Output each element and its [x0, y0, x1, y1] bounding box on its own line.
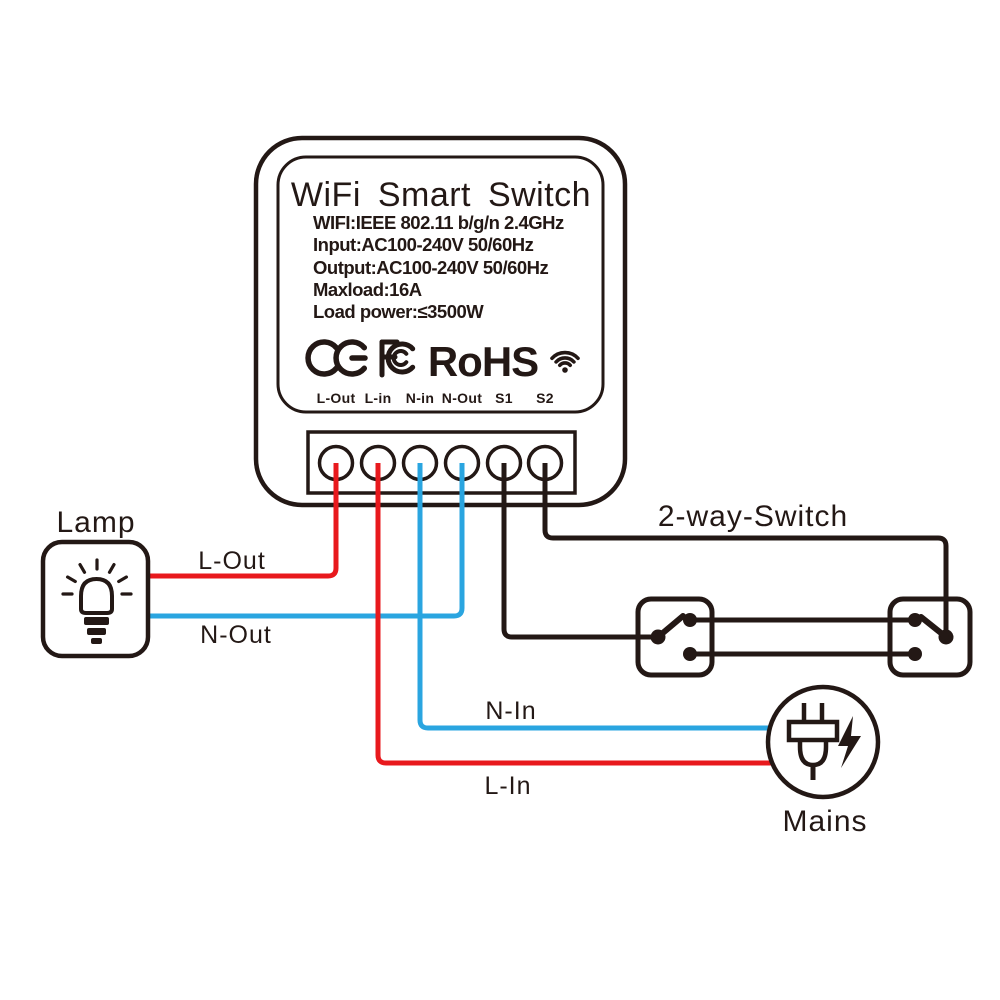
left-traveler-dot-bottom [683, 647, 697, 661]
switch-box-right [887, 596, 973, 678]
mains-component [765, 684, 881, 800]
mains-label: Mains [782, 805, 868, 838]
spec-line-input: Input:AC100-240V 50/60Hz [313, 234, 534, 256]
wire-l-in [375, 463, 800, 766]
spec-line-maxload: Maxload:16A [313, 278, 422, 300]
wire-label-n-out: N-Out [200, 621, 272, 649]
wifi-signal-icon [550, 350, 580, 373]
wire-l-out [150, 463, 339, 579]
wire-s1 [501, 463, 656, 640]
ce-mark-icon [305, 339, 368, 377]
device-label-panel [276, 155, 605, 414]
wire-n-in [417, 463, 800, 731]
device-title: WiFi Smart Switch [290, 176, 592, 214]
bulb-rays [61, 558, 133, 596]
spec-line-output: Output:AC100-240V 50/60Hz [313, 256, 549, 278]
switch-lever-right [918, 614, 949, 640]
two-way-switch-label: 2-way-Switch [657, 500, 849, 533]
wire-n-out [150, 463, 465, 619]
device-specs: WIFI:IEEE 802.11 b/g/n 2.4GHz Input:AC10… [313, 212, 564, 323]
rohs-mark-label: RoHS [427, 338, 539, 385]
lamp-label: Lamp [56, 506, 136, 539]
signal-wires [501, 463, 954, 661]
right-traveler-dot-bottom [908, 647, 922, 661]
lamp-box [40, 539, 151, 659]
lightning-bolt-icon [838, 716, 861, 768]
left-traveler-dot-top [683, 613, 697, 627]
spec-line-wifi: WIFI:IEEE 802.11 b/g/n 2.4GHz [313, 212, 564, 233]
lamp-component [40, 539, 151, 659]
wire-s2 [542, 463, 949, 635]
power-plug-icon [786, 703, 840, 780]
device-outline [253, 135, 628, 508]
two-way-switches [635, 596, 973, 678]
terminal-label-s2: S2 [536, 390, 554, 406]
light-bulb-icon [61, 558, 133, 644]
spec-line-loadpower: Load power:≤3500W [313, 301, 484, 323]
terminal-label-l-in: L-in [364, 390, 392, 406]
switch-lever-left [655, 613, 686, 640]
terminal-label-l-out: L-Out [316, 390, 356, 406]
fcc-mark-icon [379, 339, 416, 378]
terminal-label-n-out: N-Out [441, 390, 483, 406]
terminal-label-s1: S1 [495, 390, 513, 406]
terminal-label-n-in: N-in [405, 390, 435, 406]
power-wires [150, 463, 800, 766]
wire-label-l-in: L-In [484, 772, 532, 800]
wire-label-n-in: N-In [485, 697, 537, 725]
wire-label-l-out: L-Out [198, 547, 266, 575]
terminal-block [306, 430, 577, 495]
